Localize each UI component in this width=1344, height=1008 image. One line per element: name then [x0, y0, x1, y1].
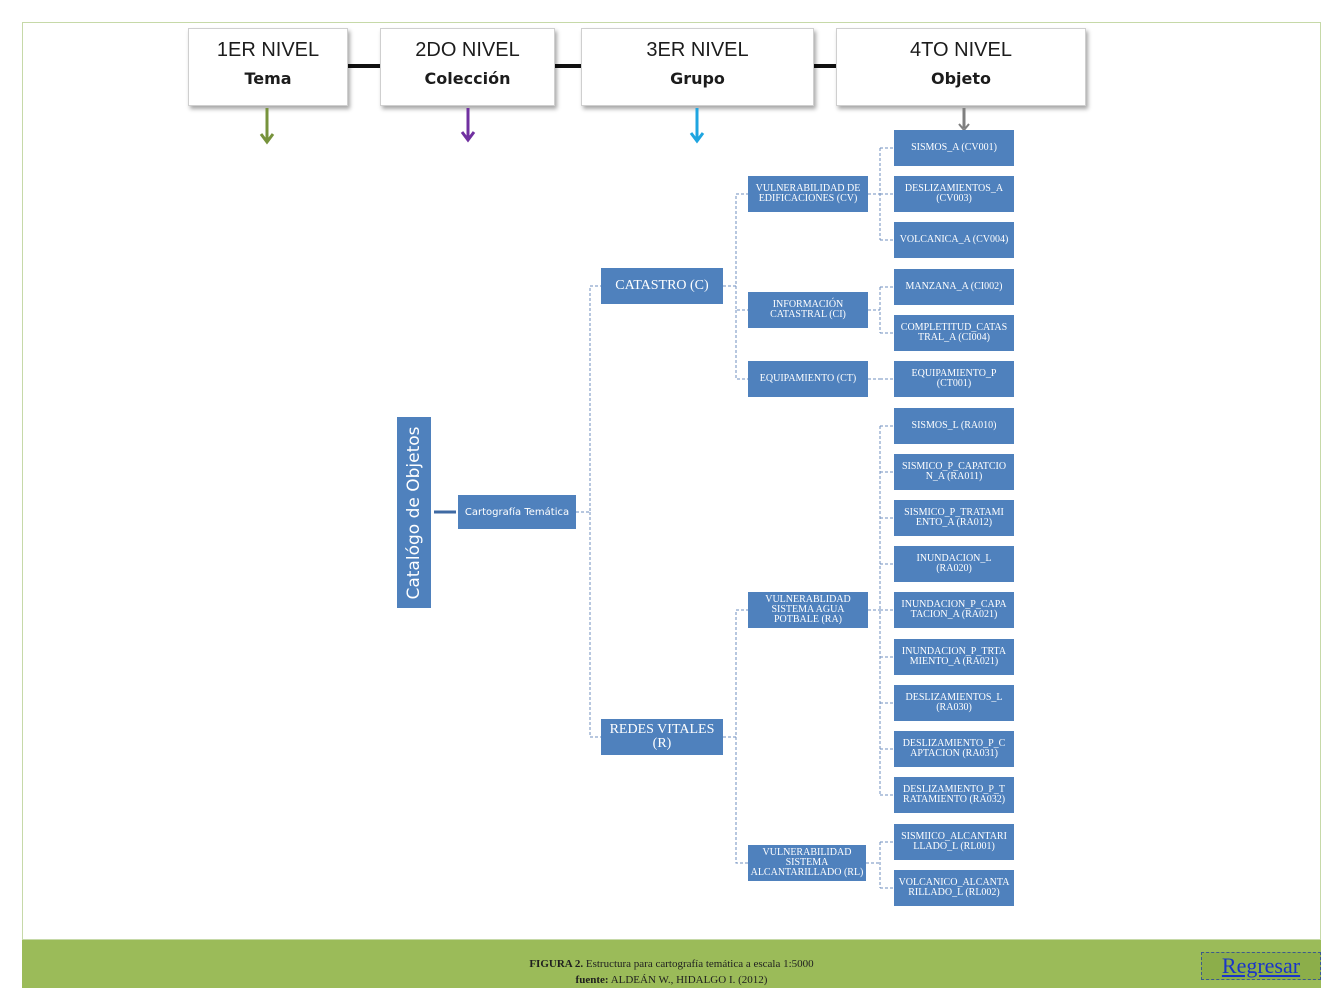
object-node: DESLIZAMIENTOS_A (CV003): [894, 176, 1014, 212]
root-label: Catalógo de Objetos: [404, 425, 424, 600]
object-node: COMPLETITUD_CATAS TRAL_A (CI004): [894, 315, 1014, 351]
level-title: 4TO NIVEL: [910, 39, 1012, 61]
level-subtitle: Grupo: [670, 69, 725, 88]
level-2-box: 2DO NIVEL Colección: [380, 28, 555, 106]
footer-band: FIGURA 2. Estructura para cartografía te…: [22, 940, 1321, 988]
level-3-arrow-icon: [689, 108, 705, 144]
connector-line: [589, 512, 601, 738]
source-label: fuente:: [575, 974, 609, 986]
caption-text: Estructura para cartografía temática a e…: [585, 958, 814, 970]
back-button[interactable]: Regresar: [1201, 952, 1321, 980]
object-node: MANZANA_A (CI002): [894, 269, 1014, 305]
level-subtitle: Colección: [424, 69, 511, 88]
level-title: 1ER NIVEL: [216, 39, 320, 61]
group-node: VULNERABILIDAD SISTEMA ALCANTARILLADO (R…: [748, 845, 866, 881]
level-title: 3ER NIVEL: [646, 39, 749, 61]
object-node: SISMIICO_ALCANTARI LLADO_L (RL001): [894, 824, 1014, 860]
connector-line: [735, 286, 748, 311]
object-node: SISMOS_L (RA010): [894, 408, 1014, 444]
level-2-arrow-icon: [460, 108, 476, 143]
object-node: DESLIZAMIENTO_P_C APTACION (RA031): [894, 731, 1014, 767]
theme-node: CATASTRO (C): [601, 268, 723, 304]
object-node: VOLCANICO_ALCANTA RILLADO_L (RL002): [894, 870, 1014, 906]
group-node: VULNERABLIDAD SISTEMA AGUA POTBALE (RA): [748, 592, 868, 628]
root-node: Catalógo de Objetos: [397, 417, 431, 608]
level-subtitle: Tema: [244, 69, 292, 88]
group-node: VULNERABILIDAD DE EDIFICACIONES (CV): [748, 176, 868, 212]
connector-line: [735, 310, 748, 380]
object-node: SISMOS_A (CV001): [894, 130, 1014, 166]
level-connector-line: [555, 64, 581, 68]
theme-node: REDES VITALES (R): [601, 719, 723, 755]
level-1-box: 1ER NIVEL Tema: [188, 28, 348, 106]
connector-line: [576, 285, 601, 513]
caption-label: FIGURA 2.: [529, 958, 584, 970]
figure-source: fuente: ALDEÁN W., HIDALGO I. (2012): [22, 974, 1321, 986]
source-text: ALDEÁN W., HIDALGO I. (2012): [610, 974, 768, 986]
object-node: EQUIPAMIENTO_P (CT001): [894, 361, 1014, 397]
level-1-arrow-icon: [259, 108, 275, 145]
level-subtitle: Objeto: [930, 69, 992, 88]
object-node: INUNDACION_P_CAPA TACION_A (RA021): [894, 592, 1014, 628]
connector-line: [735, 737, 748, 864]
group-node: EQUIPAMIENTO (CT): [748, 361, 868, 397]
figure-caption: FIGURA 2. Estructura para cartografía te…: [22, 958, 1321, 970]
level-title: 2DO NIVEL: [415, 39, 520, 61]
level-connector-line: [348, 64, 380, 68]
collection-node: Cartografía Temática: [458, 495, 576, 529]
object-node: DESLIZAMIENTO_P_T RATAMIENTO (RA032): [894, 777, 1014, 813]
object-node: DESLIZAMIENTOS_L (RA030): [894, 685, 1014, 721]
diagram-frame: [22, 22, 1321, 940]
object-node: INUNDACION_L (RA020): [894, 546, 1014, 582]
group-node: INFORMACIÓN CATASTRAL (CI): [748, 292, 868, 328]
object-node: SISMICO_P_CAPATCIO N_A (RA011): [894, 454, 1014, 490]
level-connector-line: [814, 64, 836, 68]
level-4-box: 4TO NIVEL Objeto: [836, 28, 1086, 106]
object-node: VOLCANICA_A (CV004): [894, 222, 1014, 258]
connector-line: [723, 193, 748, 287]
connector-line: [723, 609, 748, 738]
level-3-box: 3ER NIVEL Grupo: [581, 28, 814, 106]
object-node: SISMICO_P_TRATAMI ENTO_A (RA012): [894, 500, 1014, 536]
object-node: INUNDACION_P_TRTA MIENTO_A (RA021): [894, 639, 1014, 675]
